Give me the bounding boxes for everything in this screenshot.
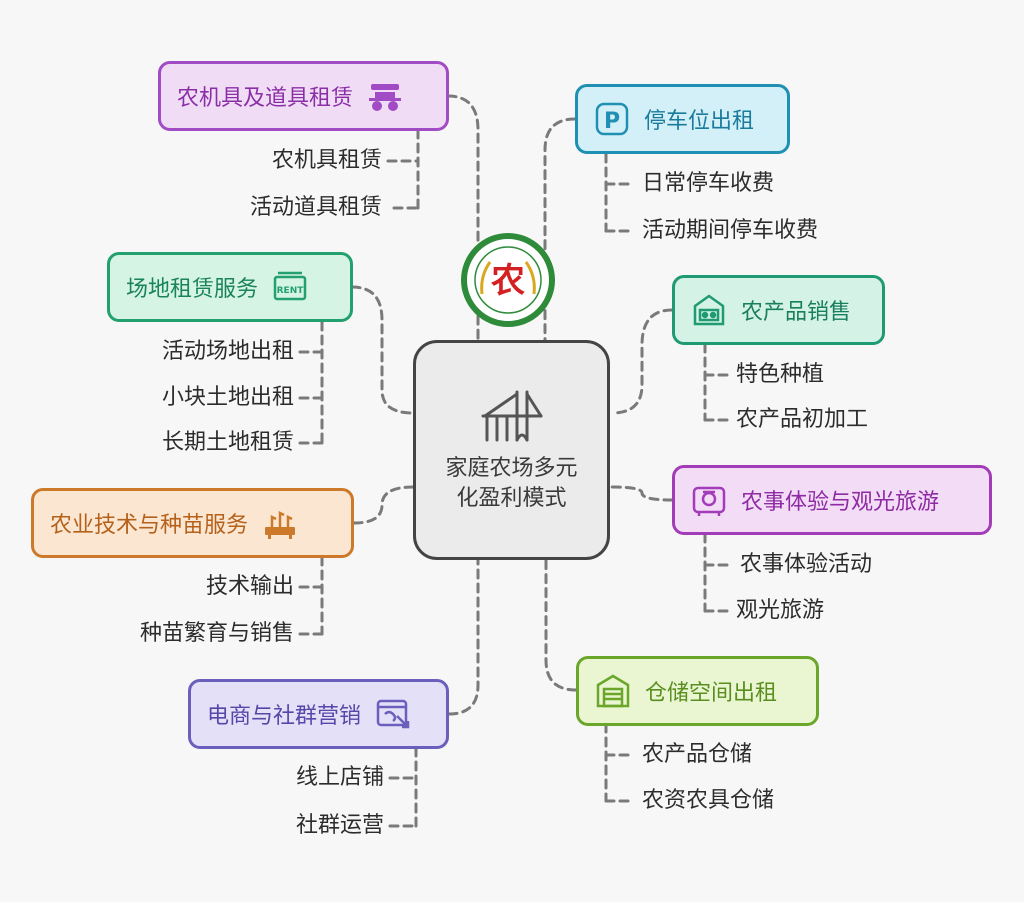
- branch-parking[interactable]: P 停车位出租: [575, 84, 790, 154]
- logo-char: 农: [491, 261, 525, 301]
- branch-venue-rental[interactable]: 场地租赁服务 RENT: [107, 252, 353, 322]
- leaf-item: 农产品初加工: [736, 407, 869, 432]
- connector-agri-tech: [352, 485, 415, 525]
- warehouse-icon: [595, 673, 631, 709]
- leaf-item: 农资农具仓储: [642, 788, 775, 813]
- svg-text:P: P: [604, 109, 620, 134]
- branch-agri-tech[interactable]: 农业技术与种苗服务: [31, 488, 354, 558]
- branch-title: 农产品销售: [741, 300, 852, 325]
- leaf-item: 日常停车收费: [642, 171, 775, 196]
- connector-farm-products: [610, 308, 674, 415]
- connector-storage: [544, 558, 578, 692]
- branch-title: 仓储空间出租: [645, 681, 778, 706]
- branch-title: 农机具及道具租赁: [177, 86, 354, 111]
- leaf-item: 线上店铺: [295, 765, 384, 790]
- connector-farm-equipment: [446, 94, 480, 342]
- leaf-item: 活动期间停车收费: [642, 218, 819, 243]
- leaf-item: 长期土地租赁: [161, 430, 294, 455]
- leaf-item: 特色种植: [736, 362, 825, 387]
- branch-title: 场地租赁服务: [126, 277, 259, 302]
- tractor-icon: [367, 78, 403, 114]
- branch-title: 电商与社群营销: [207, 704, 362, 729]
- connector-ecommerce: [447, 558, 480, 716]
- leaf-item: 农产品仓储: [642, 742, 753, 767]
- leaf-item: 小块土地出租: [161, 385, 294, 410]
- tour-icon: [691, 482, 727, 518]
- leaf-item: 社群运营: [295, 813, 384, 838]
- center-title: 家庭农场多元化盈利模式: [445, 456, 578, 511]
- badge-logo: 农 ●●●●: [461, 233, 555, 327]
- branch-title: 农业技术与种苗服务: [50, 513, 249, 538]
- leaf-item: 种苗繁育与销售: [139, 621, 294, 646]
- branch-title: 停车位出租: [644, 109, 755, 134]
- seedling-tray-icon: [262, 505, 298, 541]
- leaf-item: 农机具租赁: [271, 148, 382, 173]
- connector-venue: [350, 285, 415, 415]
- branch-ecommerce[interactable]: 电商与社群营销: [188, 679, 449, 749]
- connector-parking: [543, 117, 577, 342]
- browser-click-icon: [375, 696, 411, 732]
- leaf-item: 农事体验活动: [740, 552, 873, 577]
- leaf-item: 观光旅游: [736, 598, 825, 623]
- svg-text:●●●●: ●●●●: [496, 313, 520, 321]
- branch-farm-equipment[interactable]: 农机具及道具租赁: [158, 61, 449, 131]
- svg-text:RENT: RENT: [277, 286, 305, 296]
- branch-title: 农事体验与观光旅游: [741, 490, 940, 515]
- branch-storage[interactable]: 仓储空间出租: [576, 656, 819, 726]
- connector-agritourism: [610, 485, 674, 502]
- leaf-item: 活动道具租赁: [249, 195, 382, 220]
- market-stall-icon: [691, 292, 727, 328]
- rent-sign-icon: RENT: [272, 269, 308, 305]
- branch-agritourism[interactable]: 农事体验与观光旅游: [672, 465, 992, 535]
- parking-icon: P: [594, 101, 630, 137]
- branch-farm-products[interactable]: 农产品销售: [672, 275, 885, 345]
- bridge-icon: [481, 390, 542, 442]
- center-node[interactable]: 家庭农场多元化盈利模式: [413, 340, 610, 560]
- leaf-item: 活动场地出租: [161, 339, 294, 364]
- leaf-item: 技术输出: [205, 574, 294, 599]
